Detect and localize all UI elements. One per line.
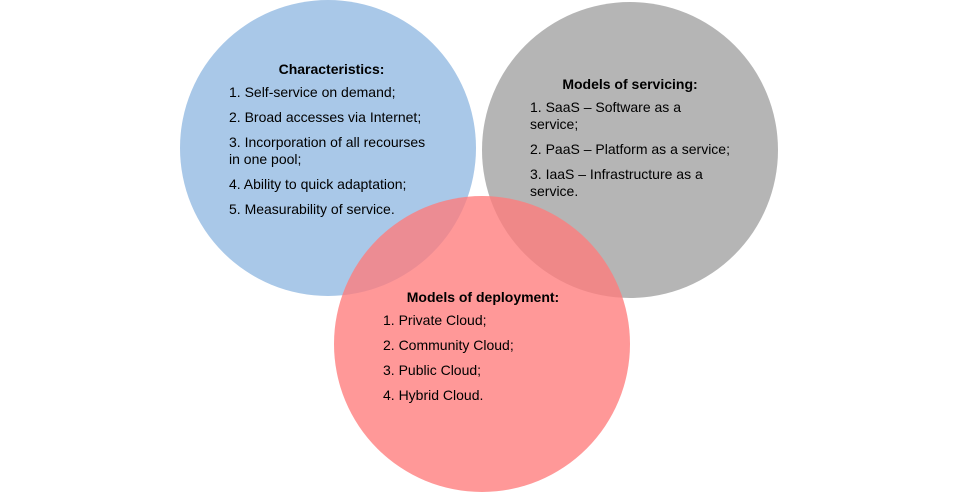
characteristics-list: 1. Self-service on demand; 2. Broad acce…	[229, 84, 434, 218]
servicing-models-item: 1. SaaS – Software as a service;	[530, 99, 681, 132]
servicing-models-list: 1. SaaS – Software as a service; 2. PaaS…	[530, 99, 730, 200]
characteristics-item: 2. Broad accesses via Internet;	[229, 109, 422, 125]
characteristics-item: 4. Ability to quick adaptation;	[229, 176, 407, 192]
deployment-models-list: 1. Private Cloud; 2. Community Cloud; 3.…	[383, 312, 583, 404]
deployment-models-text: Models of deployment: 1. Private Cloud; …	[383, 289, 583, 412]
characteristics-item: 5. Measurability of service.	[229, 201, 395, 217]
servicing-models-item: 2. PaaS – Platform as a service;	[530, 141, 730, 157]
deployment-models-circle	[334, 196, 630, 492]
deployment-models-item: 2. Community Cloud;	[383, 337, 514, 353]
deployment-models-heading: Models of deployment:	[406, 289, 560, 305]
servicing-models-item: 3. IaaS – Infrastructure as a service.	[530, 166, 703, 199]
servicing-models-heading: Models of servicing:	[562, 76, 698, 92]
servicing-models-text: Models of servicing: 1. SaaS – Software …	[530, 76, 730, 208]
deployment-models-item: 1. Private Cloud;	[383, 312, 487, 328]
characteristics-text: Characteristics: 1. Self-service on dema…	[229, 61, 434, 226]
deployment-models-item: 4. Hybrid Cloud.	[383, 387, 484, 403]
characteristics-heading: Characteristics:	[278, 61, 385, 77]
deployment-models-item: 3. Public Cloud;	[383, 362, 482, 378]
characteristics-item: 3. Incorporation of all recourses in one…	[229, 134, 426, 167]
characteristics-item: 1. Self-service on demand;	[229, 84, 396, 100]
